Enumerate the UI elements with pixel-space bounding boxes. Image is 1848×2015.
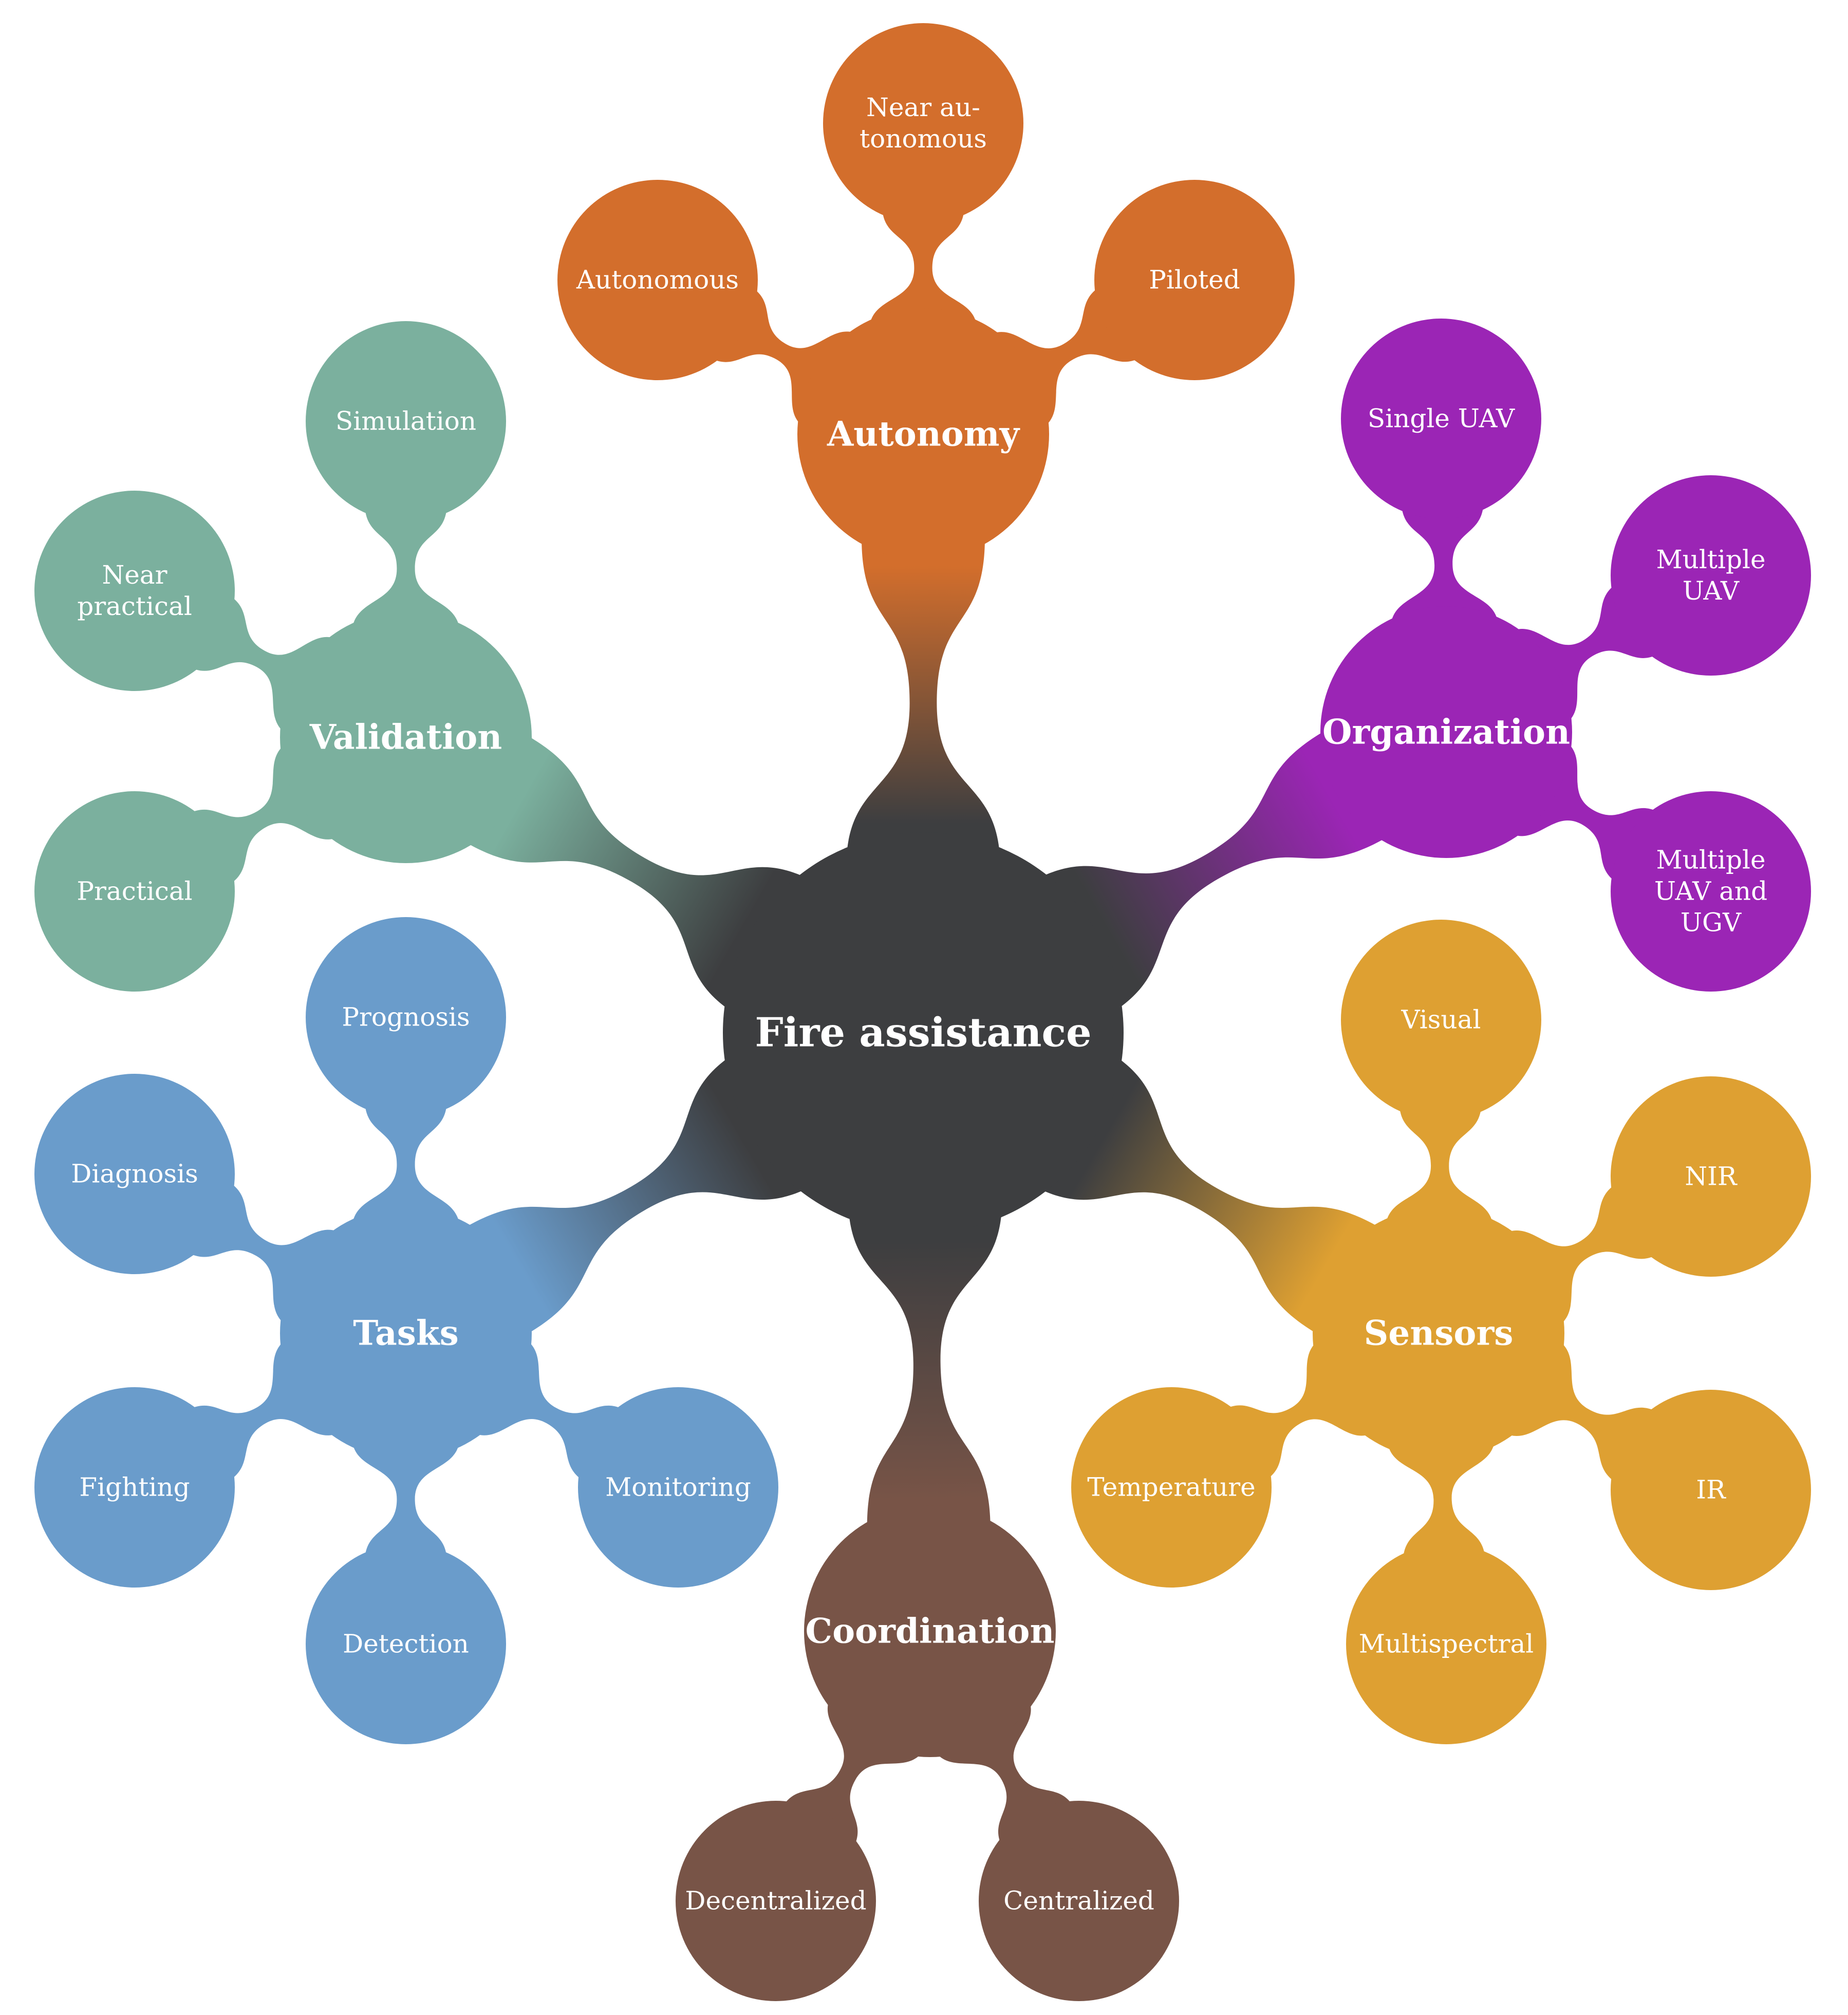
branch-node-tasks: [280, 1207, 532, 1459]
leaf-node-multiple-uav-and-ugv: [1611, 791, 1811, 992]
root-node: [723, 832, 1124, 1233]
leaf-node-multiple-uav: [1611, 475, 1811, 676]
connector-root-tasks: [464, 1048, 820, 1335]
connector-sensors-visual: [1385, 1102, 1494, 1230]
branch-node-coordination: [804, 1505, 1056, 1757]
leaf-node-visual: [1341, 920, 1541, 1120]
leaf-node-fighting: [34, 1387, 235, 1588]
connector-validation-simulation: [352, 503, 460, 635]
leaf-node-detection: [306, 1544, 506, 1744]
leaf-node-ir: [1611, 1390, 1811, 1590]
connector-root-validation: [465, 735, 819, 1018]
leaf-node-nir: [1611, 1076, 1811, 1277]
connector-root-autonomy: [846, 537, 1000, 869]
connector-tasks-prognosis: [352, 1099, 460, 1230]
branch-node-validation: [280, 611, 532, 863]
leaf-node-practical: [34, 791, 235, 992]
branch-node-sensors: [1313, 1207, 1564, 1459]
connector-tasks-detection: [352, 1436, 460, 1562]
leaf-node-diagnosis: [34, 1074, 235, 1274]
connector-root-sensors: [1026, 1049, 1380, 1335]
leaf-node-temperature: [1071, 1387, 1272, 1588]
leaf-node-centralized: [979, 1801, 1179, 2001]
connector-root-coordination: [848, 1196, 1002, 1529]
leaf-node-decentralized: [676, 1801, 876, 2001]
leaf-node-near-autonomous: [823, 23, 1023, 223]
leaf-node-piloted: [1094, 180, 1295, 380]
leaf-node-monitoring: [578, 1387, 778, 1588]
branch-node-organization: [1320, 606, 1572, 858]
connector-autonomy-near-autonomous: [869, 205, 977, 331]
connector-organization-single-uav: [1390, 500, 1499, 630]
leaf-node-single-uav: [1341, 319, 1541, 519]
leaf-node-simulation: [306, 321, 506, 521]
leaf-node-near-practical: [34, 491, 235, 691]
leaf-node-autonomous: [557, 180, 758, 380]
connector-sensors-multispectral: [1387, 1435, 1495, 1563]
leaf-node-multispectral: [1346, 1544, 1546, 1744]
mind-map-nodes: [34, 23, 1811, 2001]
connector-root-organization: [1027, 730, 1388, 1018]
branch-node-autonomy: [797, 308, 1049, 560]
leaf-node-prognosis: [306, 917, 506, 1117]
